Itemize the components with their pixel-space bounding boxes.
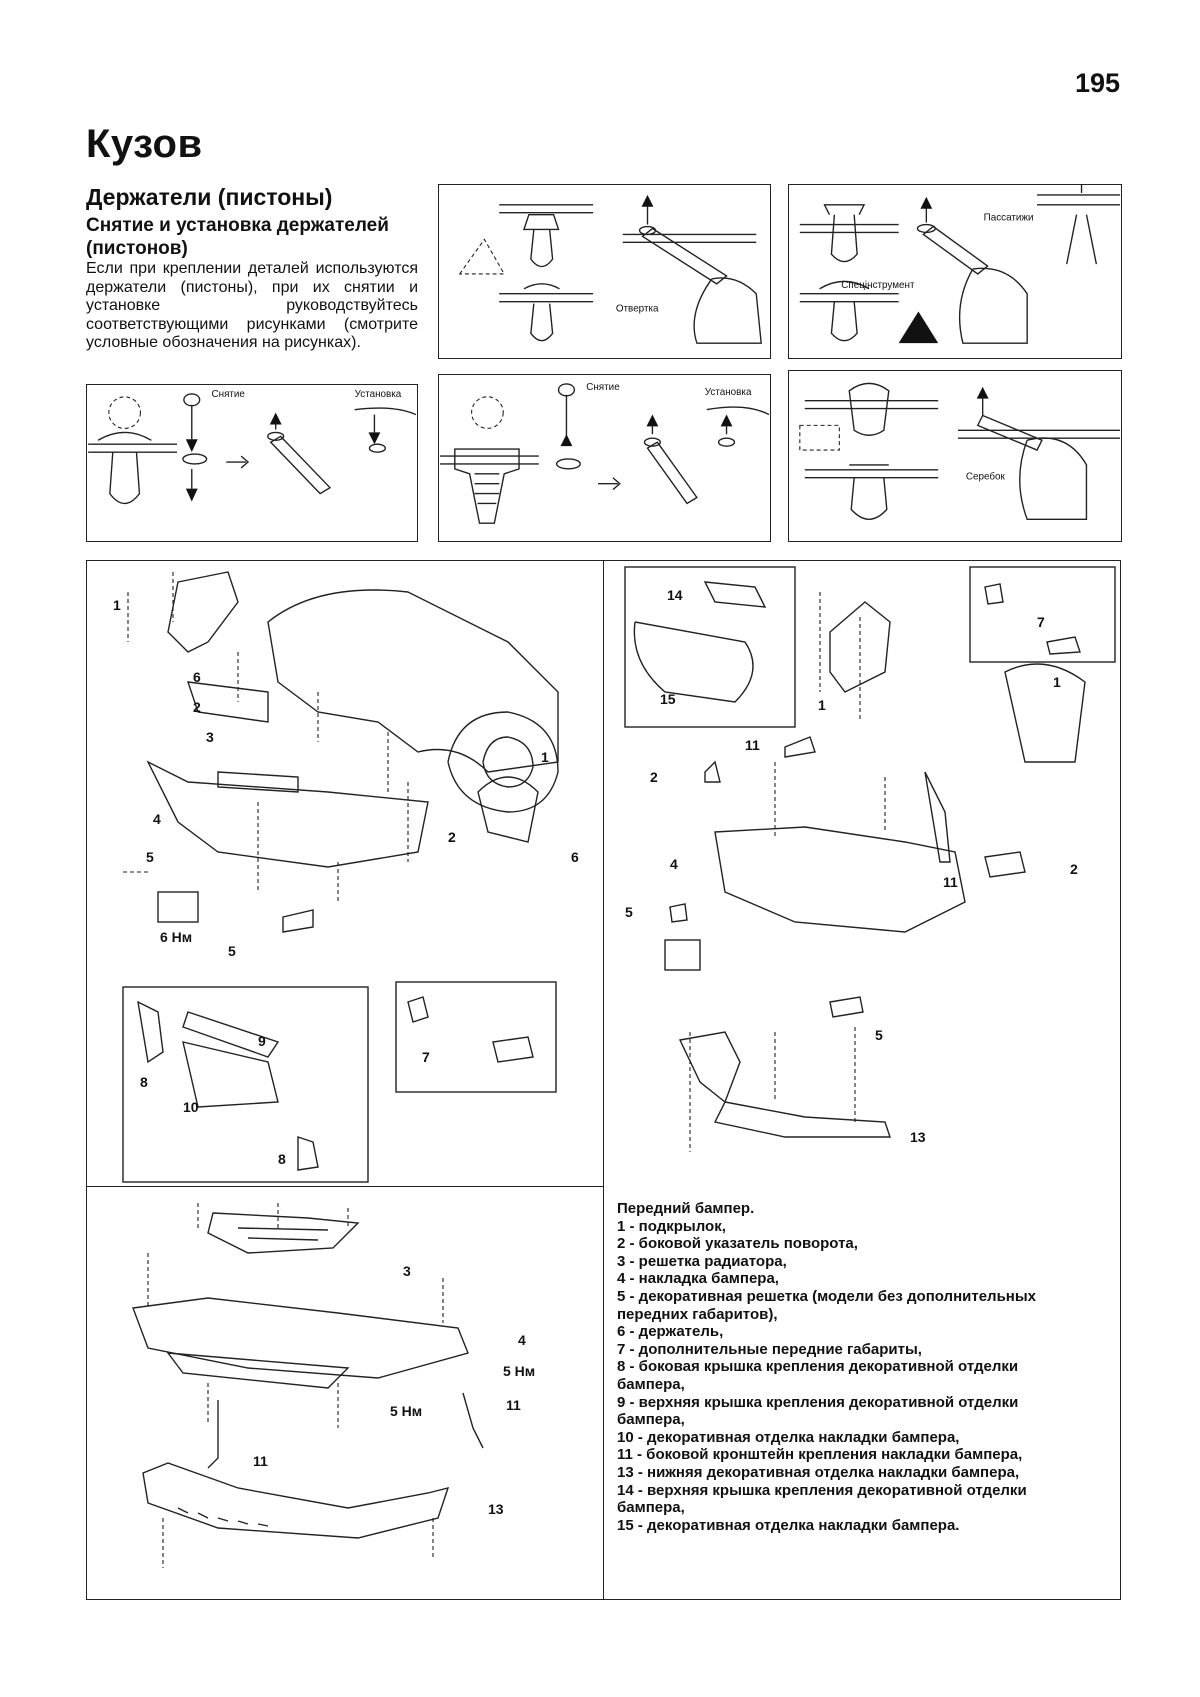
clip-figure-removal-1: Снятие Установка: [86, 384, 418, 542]
callout-6b: 6: [571, 849, 579, 865]
callout-2c: 2: [650, 769, 658, 785]
callout-13: 13: [910, 1129, 926, 1145]
legend-item: 14 - верхняя крышка крепления декоративн…: [617, 1481, 1027, 1517]
legend-item: 10 - декоративная отделка накладки бампе…: [617, 1428, 960, 1446]
callout-2: 2: [193, 699, 201, 715]
callout-5c: 5: [625, 904, 633, 920]
legend-item: 1 - подкрылок,: [617, 1217, 726, 1235]
clip-removal-drawing-1: Снятие Установка: [88, 389, 417, 505]
clip-figure-pliers: Пассатижи Спецінструмент: [788, 184, 1122, 359]
label-pliers: Пассатижи: [984, 213, 1034, 224]
callout-torque-5b: 5 Нм: [390, 1403, 422, 1419]
label-installation-2: Установка: [705, 387, 752, 398]
bumper-diagram-variant-a: 1 6 2 3 4 2 1 6 5 6 Нм 5 9 8 10 8 7: [113, 571, 579, 1183]
bumper-diagram-variant-c: 3 4 5 Нм 5 Нм 11 11 13: [132, 1203, 535, 1568]
callout-5: 5: [146, 849, 154, 865]
legend-item: 9 - верхняя крышка крепления декоративно…: [617, 1393, 1019, 1429]
legend-item: 7 - дополнительные передние габариты,: [617, 1340, 922, 1358]
label-screwdriver: Отвертка: [616, 304, 659, 315]
legend-title: Передний бампер.: [617, 1200, 755, 1217]
callout-torque-6: 6 Нм: [160, 929, 192, 945]
diagram-divider-vertical: [603, 560, 604, 1600]
callout-7b: 7: [1037, 614, 1045, 630]
legend-item: 6 - держатель,: [617, 1323, 724, 1341]
label-removal-2: Снятие: [586, 382, 620, 393]
clip-removal-drawing-2: Снятие Установка: [439, 382, 770, 524]
legend-item: 11 - боковой кронштейн крепления накладк…: [617, 1446, 1023, 1464]
callout-11d: 11: [253, 1453, 268, 1469]
callout-10: 10: [183, 1099, 199, 1115]
label-installation-1: Установка: [355, 389, 402, 400]
legend-item: 3 - решетка радиатора,: [617, 1252, 787, 1270]
bumper-diagram-variant-b: 14 15 7 1 1 11 2 11 4 2 5 5 13: [624, 566, 1116, 1152]
procedure-title: Снятие и установка держателей (пистонов): [86, 215, 389, 259]
section-title: Кузов: [86, 122, 203, 166]
clip-screwdriver-drawing: Отвертка: [458, 194, 762, 344]
callout-11: 11: [745, 737, 760, 753]
page-number: 195: [1075, 68, 1121, 98]
callout-2b: 2: [448, 829, 456, 845]
clip-chisel-drawing: Серебок: [799, 382, 1121, 520]
legend-item: 5 - декоративная решетка (модели без доп…: [617, 1287, 1037, 1323]
label-chisel: Серебок: [966, 472, 1006, 483]
callout-5d: 5: [875, 1027, 883, 1043]
label-special-tool: Спецінструмент: [841, 280, 915, 291]
callout-3: 3: [206, 729, 214, 745]
clip-figure-chisel: Серебок: [788, 370, 1122, 542]
callout-1b: 1: [541, 749, 549, 765]
callout-1d: 1: [1053, 674, 1061, 690]
subsection-title: Держатели (пистоны): [86, 184, 333, 210]
callout-4: 4: [153, 811, 161, 827]
callout-7: 7: [422, 1049, 430, 1065]
callout-6: 6: [193, 669, 201, 685]
legend-item: 4 - накладка бампера,: [617, 1270, 779, 1288]
callout-14: 14: [667, 587, 683, 603]
callout-2d: 2: [1070, 861, 1078, 877]
callout-8b: 8: [278, 1151, 286, 1167]
legend-item: 2 - боковой указатель поворота,: [617, 1235, 858, 1253]
callout-13b: 13: [488, 1501, 504, 1517]
callout-11c: 11: [506, 1397, 521, 1413]
intro-paragraph: Если при креплении деталей используются …: [86, 260, 418, 351]
label-removal-1: Снятие: [212, 389, 246, 400]
callout-torque-5a: 5 Нм: [503, 1363, 535, 1379]
legend-item: 8 - боковая крышка крепления декоративно…: [617, 1358, 1019, 1393]
diagram-divider-horizontal: [86, 1186, 604, 1187]
clip-pliers-drawing: Пассатижи Спецінструмент: [799, 185, 1121, 344]
clip-figure-screwdriver: Отвертка: [438, 184, 771, 359]
callout-3b: 3: [403, 1263, 411, 1279]
clip-figure-removal-2: Снятие Установка: [438, 374, 771, 542]
legend-item: 15 - декоративная отделка накладки бампе…: [617, 1516, 960, 1534]
callout-8: 8: [140, 1074, 148, 1090]
callout-1c: 1: [818, 697, 826, 713]
callout-9: 9: [258, 1033, 266, 1049]
callout-1: 1: [113, 597, 121, 613]
legend: Передний бампер. 1 - подкрылок, 2 - боко…: [617, 1200, 1047, 1534]
callout-15: 15: [660, 691, 676, 707]
legend-item: 13 - нижняя декоративная отделка накладк…: [617, 1463, 1020, 1481]
callout-4b: 4: [670, 856, 678, 872]
callout-11b: 11: [943, 874, 958, 890]
callout-4c: 4: [518, 1332, 526, 1348]
callout-5b: 5: [228, 943, 236, 959]
